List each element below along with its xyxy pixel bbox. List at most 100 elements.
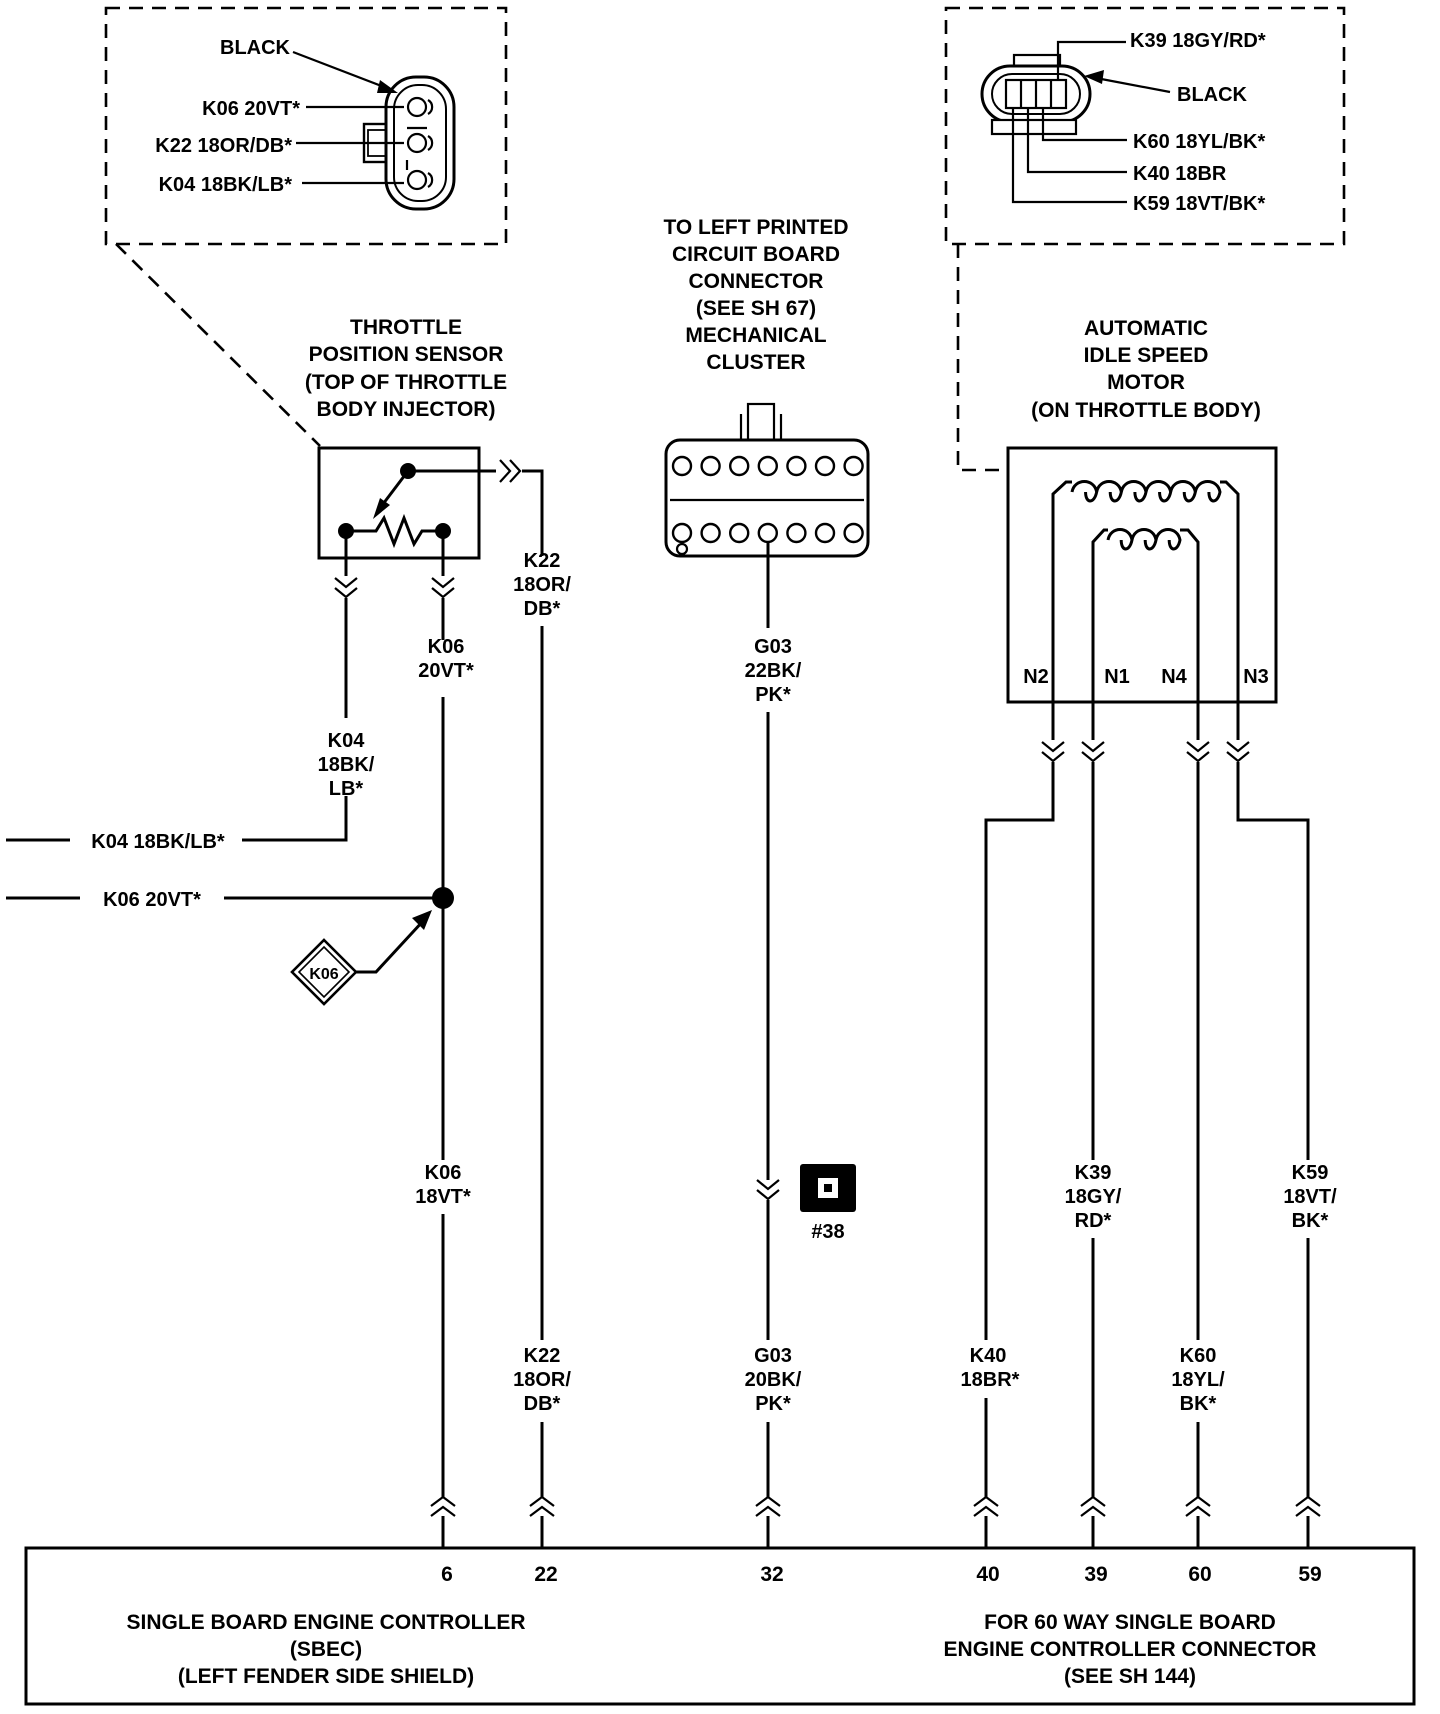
cluster-pin-top	[843, 455, 864, 477]
cluster-pin-bottom	[729, 522, 750, 544]
k39-label-3: RD*	[1075, 1210, 1112, 1232]
g03-upper-label-2: 22BK/	[745, 660, 802, 682]
sbec-connector-line3: (SEE SH 144)	[1064, 1665, 1196, 1688]
cluster-pins-top	[671, 455, 864, 477]
aism-title-line4: (ON THROTTLE BODY)	[1031, 399, 1261, 422]
k60-label-1: K60	[1180, 1345, 1217, 1367]
cluster-title-line4: (SEE SH 67)	[696, 297, 816, 320]
n1-connector-chevron	[1080, 740, 1106, 763]
aism-inset-pin-k59: K59 18VT/BK*	[1133, 193, 1265, 215]
cluster-pin-top	[814, 455, 836, 477]
cluster-pin-top	[671, 455, 693, 477]
aism-inset-pin-k40: K40 18BR	[1133, 163, 1227, 185]
aism-inset-pin-k39: K39 18GY/RD*	[1130, 30, 1266, 52]
aism-connector-icon	[980, 53, 1092, 136]
sbec-pin-22: 22	[534, 1563, 557, 1586]
cluster-title-line1: TO LEFT PRINTED	[663, 216, 848, 239]
k60-label-3: BK*	[1180, 1393, 1217, 1415]
tps-title-line4: BODY INJECTOR)	[317, 398, 496, 421]
k04-connector-chevron	[333, 576, 359, 599]
k22-upper-label-1: K22	[524, 550, 561, 572]
sbec-title-line2: (SBEC)	[290, 1638, 362, 1661]
wire-k59-top	[1236, 762, 1310, 1160]
pin40-connector-chevron	[972, 1495, 1000, 1518]
k22-lower-label-1: K22	[524, 1345, 561, 1367]
g03-upper-label-3: PK*	[755, 684, 791, 706]
k04-left-label: K04 18BK/LB*	[91, 831, 225, 853]
cluster-pin-bottom	[757, 522, 778, 544]
tps-inset-pin-k06: K06 20VT*	[202, 98, 300, 120]
throttle-position-sensor: THROTTLE POSITION SENSOR (TOP OF THROTTL…	[305, 316, 522, 576]
k22-lower-label-2: 18OR/	[513, 1369, 571, 1391]
k04-upper-label-1: K04	[328, 730, 366, 752]
sbec-connector-line1: FOR 60 WAY SINGLE BOARD	[984, 1611, 1276, 1634]
k22-lower-label-3: DB*	[524, 1393, 561, 1415]
aism-title-line1: AUTOMATIC	[1084, 317, 1208, 340]
sbec-pin-6: 6	[441, 1563, 453, 1586]
k06-lower-label-2: 18VT*	[415, 1186, 471, 1208]
aism-inset-black-label: BLACK	[1177, 84, 1248, 106]
k06-connector-chevron	[430, 576, 456, 599]
tps-title-line3: (TOP OF THROTTLE	[305, 371, 507, 394]
splice-label: K06	[309, 966, 338, 983]
sbec-pin-60: 60	[1188, 1563, 1211, 1586]
k06-left-label: K06 20VT*	[103, 889, 201, 911]
sbec-pin-59: 59	[1298, 1563, 1321, 1586]
tps-title-line2: POSITION SENSOR	[309, 343, 504, 366]
wire-k22-top	[522, 469, 544, 556]
cluster-title-line6: CLUSTER	[706, 351, 805, 374]
tps-connector-inset: BLACK K06 20VT* K22 18OR/DB* K04 18BK/LB…	[104, 6, 508, 246]
tps-resistor-icon	[346, 513, 443, 549]
g03-connector-chevron	[755, 1178, 781, 1201]
aism-title-line2: IDLE SPEED	[1084, 344, 1209, 367]
cluster-title-line5: MECHANICAL	[685, 324, 826, 347]
pin22-connector-chevron	[528, 1495, 556, 1518]
sbec-connector-line2: ENGINE CONTROLLER CONNECTOR	[944, 1638, 1317, 1661]
cluster-pin-top	[700, 455, 721, 477]
k06-lower-label-1: K06	[425, 1162, 462, 1184]
n2-connector-chevron	[1040, 740, 1066, 763]
ground-ref-label: #38	[811, 1221, 844, 1243]
sbec-pin-32: 32	[760, 1563, 783, 1586]
k04-upper-label-3: LB*	[329, 778, 364, 800]
sbec-pin-40: 40	[976, 1563, 999, 1586]
tps-body	[317, 446, 481, 560]
cluster-pin-bottom	[814, 522, 836, 544]
aism-terminal-n2: N2	[1023, 666, 1049, 688]
aism-terminal-n4: N4	[1161, 666, 1187, 688]
k06-upper-label-1: K06	[428, 636, 465, 658]
sbec-title-line3: (LEFT FENDER SIDE SHIELD)	[178, 1665, 474, 1688]
aism-connector-inset: K39 18GY/RD* BLACK K60 18YL/BK* K40 18BR…	[944, 6, 1346, 246]
g03-lower-label-3: PK*	[755, 1393, 791, 1415]
g03-lower-label-2: 20BK/	[745, 1369, 802, 1391]
tps-inset-frame	[104, 6, 508, 246]
k60-label-2: 18YL/	[1171, 1369, 1225, 1391]
sbec-controller-box: 6 22 32 40 39 60 59 SINGLE BOARD ENGINE …	[24, 1546, 1416, 1706]
cluster-pin-top	[757, 455, 778, 477]
aism-terminal-n1: N1	[1104, 666, 1130, 688]
pin59-connector-chevron	[1294, 1495, 1322, 1518]
cluster-pin-bottom	[700, 522, 721, 544]
tps-inset-leader	[115, 243, 321, 447]
tps-title-line1: THROTTLE	[350, 316, 462, 339]
cluster-pin-bottom	[786, 522, 807, 544]
k39-label-2: 18GY/	[1065, 1186, 1122, 1208]
g03-upper-label-1: G03	[754, 636, 792, 658]
cluster-pin-top	[729, 455, 750, 477]
tps-inset-black-label: BLACK	[220, 37, 291, 59]
aism-title-line3: MOTOR	[1107, 371, 1185, 394]
aism-inset-frame	[944, 6, 1346, 246]
k06-upper-label-2: 20VT*	[418, 660, 474, 682]
k06-splice-diamond-icon: K06	[290, 910, 432, 1006]
pin32-connector-chevron	[754, 1495, 782, 1518]
wire-k40	[984, 762, 1055, 1340]
sbec-title-line1: SINGLE BOARD ENGINE CONTROLLER	[126, 1611, 525, 1634]
k04-upper-label-2: 18BK/	[318, 754, 375, 776]
aism-inset-pin-k60: K60 18YL/BK*	[1133, 131, 1265, 153]
aism-outer-coil-icon	[1070, 480, 1222, 503]
n4-connector-chevron	[1185, 740, 1211, 763]
k39-label-1: K39	[1075, 1162, 1112, 1184]
cluster-title-line3: CONNECTOR	[689, 270, 824, 293]
mechanical-cluster-connector: TO LEFT PRINTED CIRCUIT BOARD CONNECTOR …	[663, 216, 870, 558]
